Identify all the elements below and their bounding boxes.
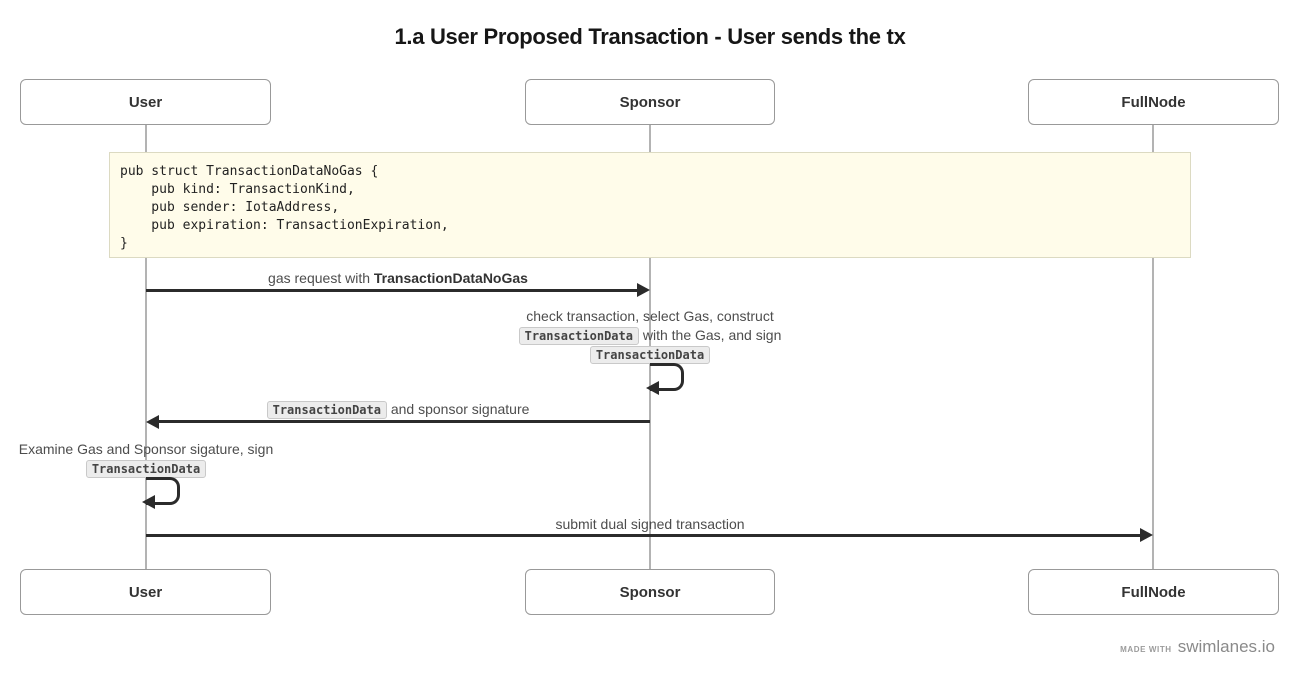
sponsor-note-line3: TransactionData (450, 345, 850, 364)
code-line: } (120, 236, 128, 251)
message-arrow-submit (146, 534, 1141, 537)
code-line: pub sender: IotaAddress, (120, 200, 340, 215)
actor-user-top: User (20, 79, 271, 125)
footer: MADE WITH swimlanes.io (1120, 637, 1275, 657)
chip-transactiondata: TransactionData (85, 460, 207, 478)
actor-user-label: User (128, 583, 163, 601)
actor-sponsor-label: Sponsor (619, 583, 681, 601)
gas-request-text: gas request with (268, 270, 374, 286)
submit-text: submit dual signed transaction (555, 516, 745, 532)
chip-transactiondata: TransactionData (266, 401, 387, 419)
chip-transactiondata: TransactionData (589, 346, 711, 364)
gas-request-emphasis: TransactionDataNoGas (373, 270, 528, 286)
made-with-label: MADE WITH (1120, 645, 1172, 654)
message-label-sponsor-reply: TransactionData and sponsor signature (148, 400, 648, 419)
swimlanes-brand-link[interactable]: swimlanes.io (1177, 637, 1275, 656)
arrowhead-left-icon (646, 381, 659, 395)
code-line: pub expiration: TransactionExpiration, (120, 218, 449, 233)
user-note-line2: TransactionData (0, 459, 292, 478)
chip-transactiondata: TransactionData (518, 327, 639, 345)
self-message-loop-sponsor (650, 363, 684, 391)
sponsor-note-line2-text: with the Gas, and sign (638, 327, 782, 343)
message-arrow-gas-request (146, 289, 638, 292)
actor-sponsor-bottom: Sponsor (525, 569, 775, 615)
actor-fullnode-top: FullNode (1028, 79, 1279, 125)
arrowhead-right-icon (637, 283, 650, 297)
sponsor-reply-text: and sponsor signature (386, 401, 530, 417)
message-label-user-note: Examine Gas and Sponsor sigature, sign T… (0, 440, 292, 478)
lifeline-user (145, 125, 147, 569)
message-label-sponsor-note: check transaction, select Gas, construct… (450, 307, 850, 364)
actor-fullnode-label: FullNode (1121, 583, 1186, 601)
user-note-line1: Examine Gas and Sponsor sigature, sign (18, 441, 274, 457)
actor-sponsor-label: Sponsor (619, 93, 681, 111)
message-arrow-sponsor-reply (159, 420, 650, 423)
actor-fullnode-bottom: FullNode (1028, 569, 1279, 615)
sponsor-note-line2: TransactionData with the Gas, and sign (450, 326, 850, 345)
actor-user-label: User (128, 93, 163, 111)
self-message-loop-user (146, 477, 180, 505)
sponsor-note-line1: check transaction, select Gas, construct (526, 308, 774, 324)
actor-sponsor-top: Sponsor (525, 79, 775, 125)
arrowhead-left-icon (142, 495, 155, 509)
code-line: pub kind: TransactionKind, (120, 182, 355, 197)
diagram-title: 1.a User Proposed Transaction - User sen… (394, 24, 906, 49)
message-label-submit: submit dual signed transaction (150, 515, 1150, 534)
lifeline-fullnode (1152, 125, 1154, 569)
message-label-gas-request: gas request with TransactionDataNoGas (148, 269, 648, 288)
code-line: pub struct TransactionDataNoGas { (120, 164, 379, 179)
arrowhead-right-icon (1140, 528, 1153, 542)
actor-user-bottom: User (20, 569, 271, 615)
code-note-transactiondatanogas: pub struct TransactionDataNoGas { pub ki… (109, 152, 1191, 258)
arrowhead-left-icon (146, 415, 159, 429)
actor-fullnode-label: FullNode (1121, 93, 1186, 111)
